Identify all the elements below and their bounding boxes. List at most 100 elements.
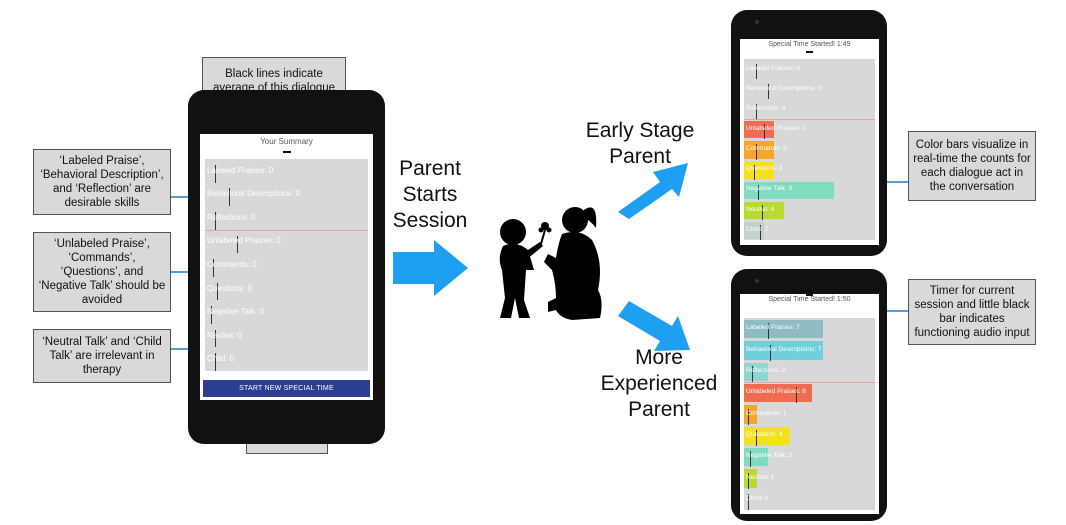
avg-line-neutral <box>748 472 749 489</box>
row-label-questions: Questions: 3 <box>746 165 783 173</box>
experienced-chart: Labeled Praises: 7 Behavioral Description… <box>744 318 875 510</box>
early-timer-title: Special Time Started! 1:49 <box>768 41 851 48</box>
row-label-negative: Negative Talk: 2 <box>746 452 793 460</box>
phone-experienced: Special Time Started! 1:50 Labeled Prais… <box>731 269 887 521</box>
row-label-reflections: Reflections: 0 <box>746 105 786 113</box>
row-label-negative: Negative Talk: 0 <box>207 307 264 317</box>
avg-line-negative <box>750 451 751 468</box>
row-label-questions: Questions: 0 <box>207 283 252 293</box>
callout-desirable-skills: ‘Labeled Praise’, ‘Behavioral Descriptio… <box>33 149 171 215</box>
summary-chart: Labeled Praises: 0 Behavioral Description… <box>205 159 368 371</box>
avg-line-behavioral <box>229 188 230 207</box>
bar-commands <box>744 405 757 424</box>
group-divider <box>205 229 368 231</box>
phone-early-stage: Special Time Started! 1:49 Labeled Prais… <box>731 10 887 256</box>
row-label-labeled: Labeled Praises: 7 <box>746 324 800 332</box>
parent-child-silhouette <box>499 207 602 320</box>
bar-questions <box>744 426 790 445</box>
avg-line-commands <box>756 144 757 160</box>
summary-screen: Your Summary Labeled Praises: 0 Behaviora… <box>200 134 373 400</box>
experienced-audio-bar <box>806 294 813 296</box>
avg-line-neutral <box>762 204 763 220</box>
avg-line-labeled <box>756 64 757 80</box>
avg-line-questions <box>217 282 218 301</box>
avg-line-labeled <box>768 323 769 340</box>
phone-summary: Your Summary Labeled Praises: 0 Behaviora… <box>188 90 385 444</box>
early-chart: Labeled Praises: 0 Behavioral Description… <box>744 59 875 240</box>
summary-title: Your Summary <box>260 137 313 146</box>
row-label-commands: Commands: 1 <box>746 409 787 417</box>
avg-line-unlabeled <box>764 124 765 140</box>
bar-questions <box>744 161 774 179</box>
row-label-labeled: Labeled Praises: 0 <box>207 165 274 175</box>
row-label-neutral: Neutral: 4 <box>746 205 775 213</box>
group-divider <box>744 382 875 383</box>
label-more-experienced-parent: More Experienced Parent <box>600 346 718 421</box>
avg-line-neutral <box>215 329 216 348</box>
label-parent-starts-session: Parent Starts Session <box>392 157 468 232</box>
avg-line-unlabeled <box>237 235 238 254</box>
bar-neutral <box>744 469 757 488</box>
early-audio-bar <box>806 51 813 53</box>
camera-dot <box>755 279 759 283</box>
row-label-reflections: Reflections: 0 <box>207 212 256 222</box>
experienced-timer-title: Special Time Started! 1:50 <box>768 296 851 303</box>
row-label-neutral: Neutral: 1 <box>746 473 775 481</box>
arrow-to-early <box>618 163 688 219</box>
row-label-behavioral: Behavioral Descriptions: 7 <box>746 345 822 353</box>
avg-line-negative <box>758 184 759 200</box>
bar-labeled <box>744 320 823 339</box>
bar-neutral <box>744 201 784 219</box>
avg-line-labeled <box>215 164 216 183</box>
avg-line-reflections <box>215 212 216 230</box>
bar-negative <box>744 181 834 199</box>
avg-line-unlabeled <box>796 387 797 404</box>
row-label-labeled: Labeled Praises: 0 <box>746 64 800 72</box>
row-label-neutral: Neutral: 0 <box>207 330 242 340</box>
row-label-reflections: Reflections: 2 <box>746 367 786 375</box>
row-label-commands: Commands: 3 <box>746 145 787 153</box>
start-new-special-time-button[interactable]: START NEW SPECIAL TIME <box>203 380 370 397</box>
row-label-unlabeled: Unlabeled Praises: 0 <box>207 236 281 246</box>
bar-unlabeled <box>744 121 774 139</box>
row-label-negative: Negative Talk: 9 <box>746 185 793 193</box>
arrow-to-silhouette <box>393 240 468 296</box>
label-early-stage-parent: Early Stage Parent <box>585 119 695 168</box>
row-label-questions: Questions: 4 <box>746 431 783 439</box>
arrow-to-experienced <box>618 301 690 351</box>
avg-line-questions <box>756 430 757 446</box>
avg-line-reflections <box>756 104 757 120</box>
group-divider <box>744 119 875 121</box>
row-label-behavioral: Behavioral Descriptions: 0 <box>746 84 822 92</box>
experienced-screen: Special Time Started! 1:50 Labeled Prais… <box>740 294 879 514</box>
bar-unlabeled <box>744 384 812 403</box>
avg-line-negative <box>211 306 212 324</box>
bar-child <box>744 221 764 239</box>
avg-line-child <box>215 353 216 371</box>
row-label-child: Child: 0 <box>207 354 235 364</box>
row-label-behavioral: Behavioral Descriptions: 0 <box>207 189 300 199</box>
row-label-child: Child: 2 <box>746 225 769 233</box>
bar-reflections <box>744 362 768 381</box>
bar-commands <box>744 141 774 159</box>
summary-audio-bar <box>283 151 291 153</box>
avg-line-child <box>760 224 761 240</box>
row-label-child: Child: 0 <box>746 495 769 503</box>
callout-irrelevant-skills: ‘Neutral Talk’ and ‘Child Talk’ are irre… <box>33 329 171 383</box>
avg-line-child <box>748 494 749 510</box>
avg-line-behavioral <box>770 344 771 361</box>
avg-line-behavioral <box>768 84 769 100</box>
callout-color-bars: Color bars visualize in real-time the co… <box>908 131 1036 201</box>
camera-dot <box>755 20 759 24</box>
callout-avoided-skills: ‘Unlabeled Praise’, ‘Commands’, ‘Questio… <box>33 232 171 312</box>
row-label-commands: Commands: 0 <box>207 260 257 269</box>
avg-line-questions <box>754 164 755 180</box>
row-label-unlabeled: Unlabeled Praises: 6 <box>746 388 806 396</box>
bar-behavioral <box>744 341 823 360</box>
avg-line-reflections <box>752 366 753 382</box>
callout-timer: Timer for current session and little bla… <box>908 279 1036 345</box>
early-screen: Special Time Started! 1:49 Labeled Prais… <box>740 39 879 245</box>
row-label-unlabeled: Unlabeled Praises: 3 <box>746 125 806 133</box>
avg-line-commands <box>748 408 749 425</box>
